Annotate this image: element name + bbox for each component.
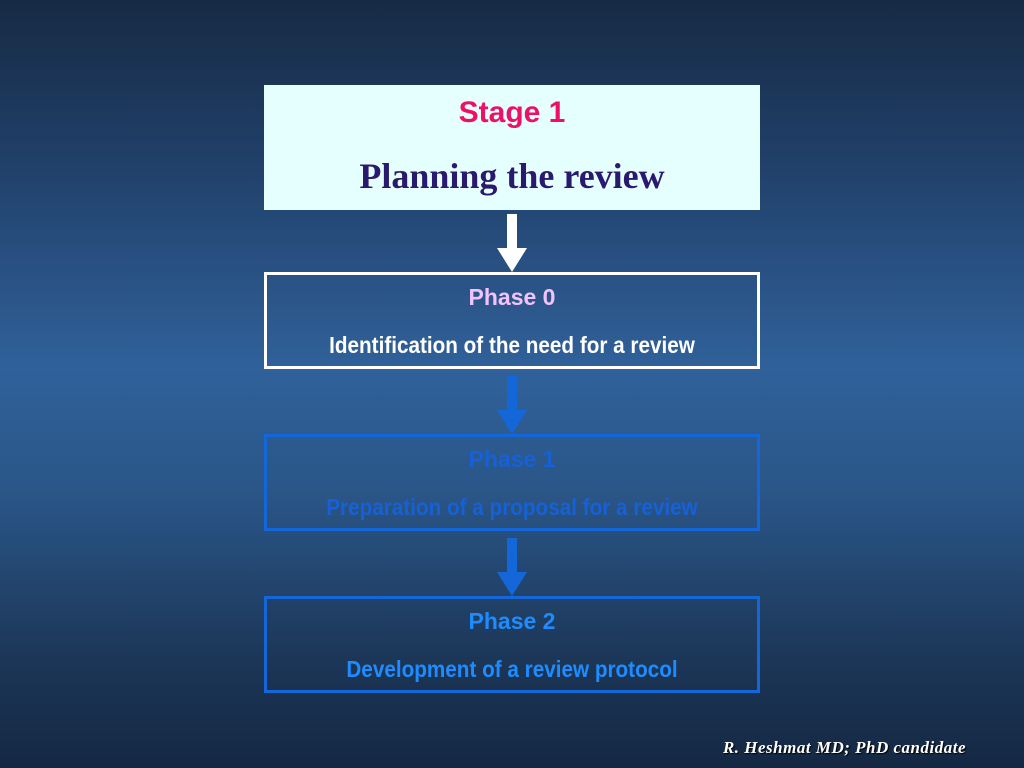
down-arrow-icon bbox=[497, 214, 527, 272]
stage-subtitle: Planning the review bbox=[359, 156, 665, 196]
down-arrow-icon bbox=[497, 538, 527, 596]
phase-2-title: Phase 2 bbox=[468, 608, 556, 634]
phase-1-box: Phase 1 Preparation of a proposal for a … bbox=[264, 434, 760, 531]
phase-0-box: Phase 0 Identification of the need for a… bbox=[264, 272, 760, 369]
down-arrow-icon bbox=[497, 376, 527, 434]
stage-box: Stage 1 Planning the review bbox=[264, 85, 760, 210]
phase-1-description: Preparation of a proposal for a review bbox=[326, 494, 698, 520]
author-footer: R. Heshmat MD; PhD candidate bbox=[722, 738, 966, 757]
phase-2-description: Development of a review protocol bbox=[346, 656, 678, 682]
phase-0-description: Identification of the need for a review bbox=[329, 332, 695, 358]
phase-2-box: Phase 2 Development of a review protocol bbox=[264, 596, 760, 693]
phase-1-title: Phase 1 bbox=[468, 446, 556, 472]
phase-0-title: Phase 0 bbox=[468, 284, 556, 310]
stage-title: Stage 1 bbox=[458, 96, 566, 129]
